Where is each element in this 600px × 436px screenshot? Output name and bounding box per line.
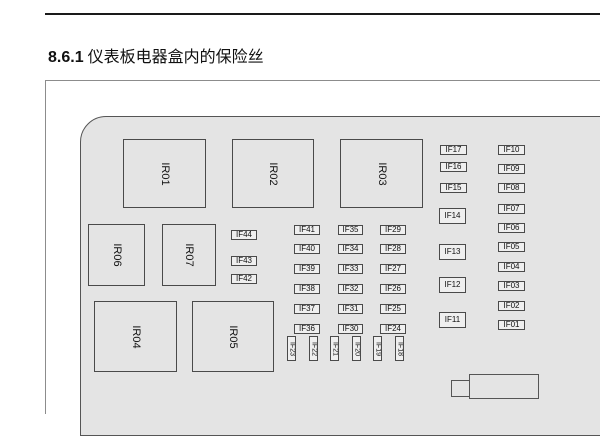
relay-ir06: IR06 (88, 224, 145, 286)
fuse-if26: IF26 (380, 284, 406, 294)
fuse-if02: IF02 (498, 301, 525, 311)
fuse-if09: IF09 (498, 164, 525, 174)
fuse-label: IF20 (353, 341, 360, 356)
fuse-if40: IF40 (294, 244, 320, 254)
relay-label: IR02 (267, 161, 279, 186)
fuse-if06: IF06 (498, 223, 525, 233)
fuse-if12: IF12 (439, 277, 466, 293)
fuse-if30: IF30 (338, 324, 363, 334)
fuse-label: IF21 (331, 341, 338, 356)
fuse-if36: IF36 (294, 324, 320, 334)
fuse-if25: IF25 (380, 304, 406, 314)
fuse-if24: IF24 (380, 324, 406, 334)
fuse-if14: IF14 (439, 208, 466, 224)
fuse-if33: IF33 (338, 264, 363, 274)
fuse-if23: IF23 (287, 336, 296, 361)
relay-ir07: IR07 (162, 224, 216, 286)
fuse-if16: IF16 (440, 162, 467, 172)
relay-ir02: IR02 (232, 139, 314, 208)
fuse-label: IF18 (396, 341, 403, 356)
fuse-if15: IF15 (440, 183, 467, 193)
relay-label: IR07 (183, 243, 195, 267)
relay-ir05: IR05 (192, 301, 274, 372)
fuse-if37: IF37 (294, 304, 320, 314)
top-rule (45, 13, 600, 15)
fuse-label: IF22 (310, 341, 317, 356)
connector-tab (451, 380, 470, 397)
fuse-if19: IF19 (373, 336, 382, 361)
relay-label: IR04 (129, 324, 142, 349)
section-number: 8.6.1 (48, 49, 84, 66)
fuse-if11: IF11 (439, 312, 466, 328)
fuse-if29: IF29 (380, 225, 406, 235)
fuse-if17: IF17 (440, 145, 467, 155)
fuse-if41: IF41 (294, 225, 320, 235)
relay-label: IR01 (158, 161, 171, 186)
fuse-if32: IF32 (338, 284, 363, 294)
fuse-if04: IF04 (498, 262, 525, 272)
fuse-if01: IF01 (498, 320, 525, 330)
fuse-label: IF23 (288, 341, 295, 356)
connector-body (469, 374, 539, 399)
fuse-if22: IF22 (309, 336, 318, 361)
fuse-if08: IF08 (498, 183, 525, 193)
fuse-if03: IF03 (498, 281, 525, 291)
fuse-if28: IF28 (380, 244, 406, 254)
relay-ir03: IR03 (340, 139, 423, 208)
fuse-if13: IF13 (439, 244, 466, 260)
fuse-if20: IF20 (352, 336, 361, 361)
fuse-if44: IF44 (231, 230, 257, 240)
fuse-if21: IF21 (330, 336, 339, 361)
fuse-if27: IF27 (380, 264, 406, 274)
section-title-text: 仪表板电器盒内的保险丝 (87, 49, 264, 66)
fuse-if38: IF38 (294, 284, 320, 294)
fuse-if31: IF31 (338, 304, 363, 314)
fuse-if10: IF10 (498, 145, 525, 155)
relay-ir01: IR01 (123, 139, 206, 208)
figure-frame (45, 80, 600, 414)
relay-ir04: IR04 (94, 301, 177, 372)
relay-label: IR05 (227, 324, 239, 349)
fuse-if18: IF18 (395, 336, 404, 361)
fuse-if07: IF07 (498, 204, 525, 214)
fuse-label: IF19 (374, 341, 381, 356)
fuse-if05: IF05 (498, 242, 525, 252)
relay-label: IR06 (110, 243, 123, 267)
relay-label: IR03 (375, 161, 388, 186)
fuse-if43: IF43 (231, 256, 257, 266)
fuse-if35: IF35 (338, 225, 363, 235)
fuse-if39: IF39 (294, 264, 320, 274)
fuse-if42: IF42 (231, 274, 257, 284)
fuse-if34: IF34 (338, 244, 363, 254)
